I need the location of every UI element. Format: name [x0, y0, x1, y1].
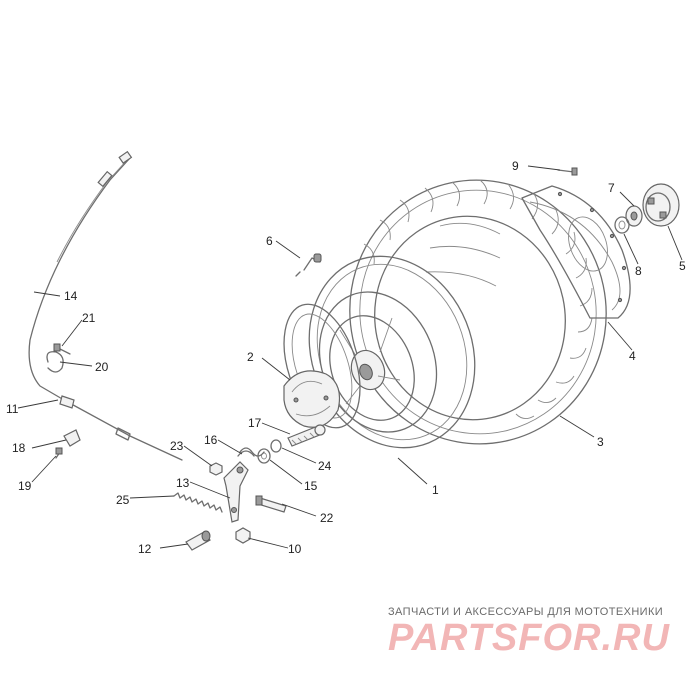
- screw-9: [557, 167, 578, 176]
- bolt-22: [255, 495, 287, 513]
- drum-backplate: [521, 185, 631, 319]
- washer-24: [270, 439, 282, 453]
- callout-19: 19: [18, 479, 32, 493]
- callout-7: 7: [608, 181, 615, 195]
- callout-1: 1: [432, 483, 439, 497]
- callout-22: 22: [320, 511, 334, 525]
- screw-19: [55, 447, 63, 459]
- callout-24: 24: [318, 459, 332, 473]
- callout-labels: 1 2 3 4 5 6 7 8 9 10 11 12 13 14 15 16 1…: [6, 159, 686, 556]
- callout-2: 2: [247, 350, 254, 364]
- callout-25: 25: [116, 493, 130, 507]
- cable-bracket-18: [63, 429, 81, 447]
- callout-11: 11: [6, 402, 19, 416]
- brake-cable: [28, 150, 183, 461]
- seal-ring: [614, 216, 630, 234]
- callout-15: 15: [304, 479, 318, 493]
- leader-lines: [17, 165, 683, 549]
- callout-8: 8: [635, 264, 642, 278]
- screw-21: [53, 343, 71, 355]
- brake-shoes: [283, 370, 341, 428]
- nut-23: [209, 462, 223, 476]
- callout-4: 4: [629, 349, 636, 363]
- tire: [349, 179, 607, 445]
- watermark-logo: PARTSFOR.RU: [388, 617, 670, 659]
- brake-lever: [223, 461, 249, 523]
- callout-14: 14: [64, 289, 78, 303]
- pin-12: [185, 530, 211, 551]
- callout-5: 5: [679, 259, 686, 273]
- callout-20: 20: [95, 360, 109, 374]
- callout-10: 10: [288, 542, 302, 556]
- watermark-subtitle: ЗАПЧАСТИ И АКСЕССУАРЫ ДЛЯ МОТОТЕХНИКИ: [388, 606, 664, 618]
- callout-17: 17: [248, 416, 262, 430]
- callout-23: 23: [170, 439, 184, 453]
- return-spring-16: [237, 447, 265, 457]
- tire-valve: [295, 253, 322, 277]
- nut-10: [235, 527, 251, 544]
- callout-3: 3: [597, 435, 604, 449]
- clip-20: [46, 351, 64, 373]
- callout-18: 18: [12, 441, 26, 455]
- callout-13: 13: [176, 476, 190, 490]
- brake-cam-shaft: [287, 424, 326, 447]
- callout-9: 9: [512, 159, 519, 173]
- callout-6: 6: [266, 234, 273, 248]
- hub-cap: [642, 183, 680, 227]
- callout-12: 12: [138, 542, 152, 556]
- callout-16: 16: [204, 433, 218, 447]
- adjuster-spring-25: [173, 492, 223, 513]
- callout-21: 21: [82, 311, 96, 325]
